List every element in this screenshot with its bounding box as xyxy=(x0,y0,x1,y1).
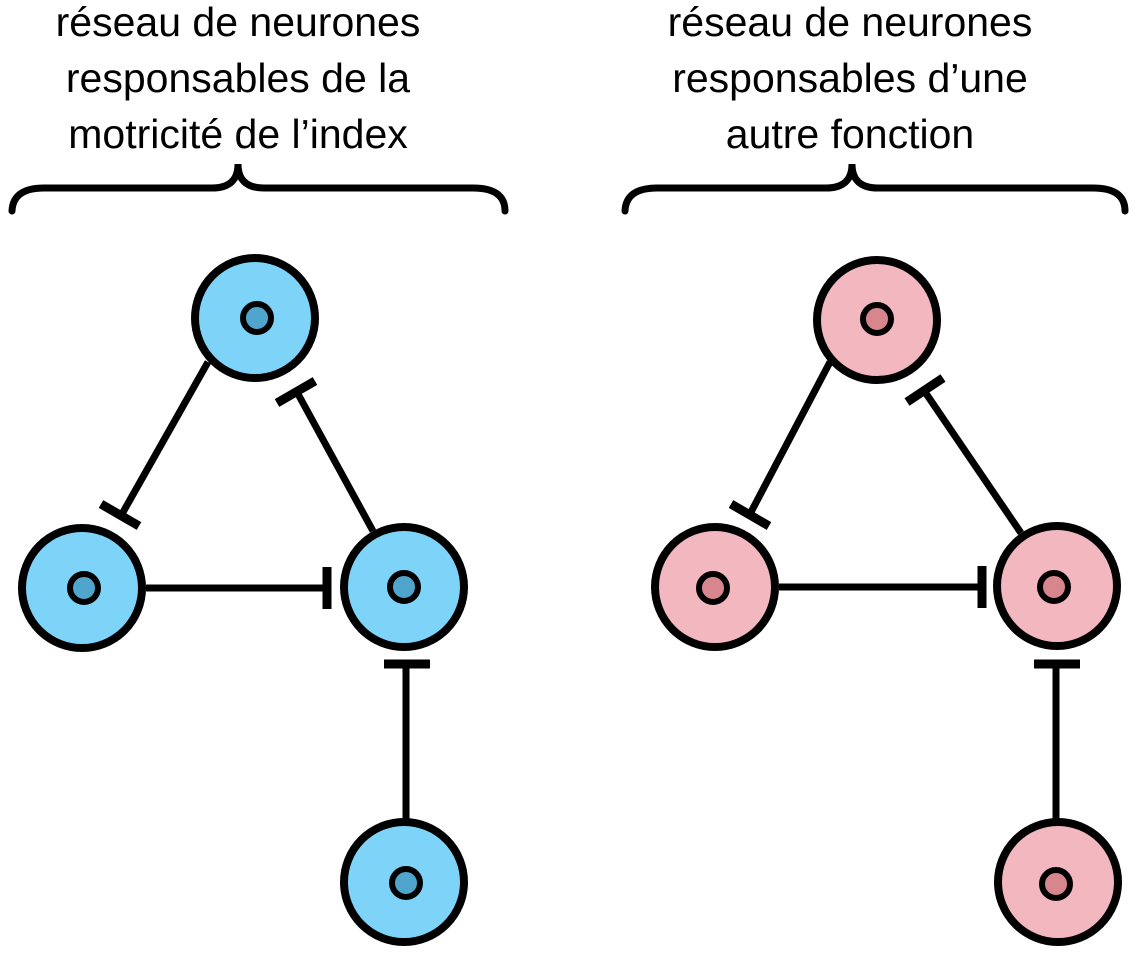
neuron-top-nucleus xyxy=(860,302,894,336)
neuron-nuclei xyxy=(696,302,1073,901)
inhibitory-terminal-at-top xyxy=(904,374,946,406)
synapse-lines xyxy=(118,360,410,819)
neuron-midright-nucleus xyxy=(1037,570,1071,604)
title-line: réseau de neurones xyxy=(55,0,421,45)
neuron-midleft-nucleus xyxy=(67,571,101,605)
synapse-line-top-to-midleft xyxy=(118,360,212,516)
inhibitory-terminal-at-midleft xyxy=(98,500,142,530)
synapse-line-midright-to-top xyxy=(922,390,1024,535)
neuron-bottom-nucleus xyxy=(1039,867,1073,901)
network-title-other-function: réseau de neurones responsables d’une au… xyxy=(612,0,1088,162)
synapse-line-top-to-midleft xyxy=(746,360,834,516)
inhibitory-terminals xyxy=(728,374,1080,669)
neuron-bottom-nucleus xyxy=(389,866,423,900)
network-index-motor xyxy=(18,254,468,946)
network-other-function xyxy=(651,256,1122,946)
brace-left-network xyxy=(8,163,509,215)
neuron-nuclei xyxy=(67,301,423,900)
title-line: motricité de l’index xyxy=(68,111,408,157)
title-line: responsables de la xyxy=(65,55,411,101)
title-line: responsables d’une xyxy=(672,55,1028,101)
inhibitory-terminals xyxy=(98,377,430,669)
inhibitory-terminal-at-top xyxy=(274,377,318,407)
network-title-index-motor: réseau de neurones responsables de la mo… xyxy=(0,0,476,162)
synapse-line-midright-to-top xyxy=(294,392,377,533)
brace-right-network xyxy=(621,163,1129,215)
inhibitory-terminal-at-midleft xyxy=(728,500,772,530)
braces xyxy=(8,163,1129,215)
neuron-top-nucleus xyxy=(240,301,274,335)
title-line: autre fonction xyxy=(725,111,975,157)
neuron-midleft-nucleus xyxy=(696,571,730,605)
neuron-midright-nucleus xyxy=(387,570,421,604)
title-line: réseau de neurones xyxy=(667,0,1033,45)
synapse-lines xyxy=(746,360,1060,819)
